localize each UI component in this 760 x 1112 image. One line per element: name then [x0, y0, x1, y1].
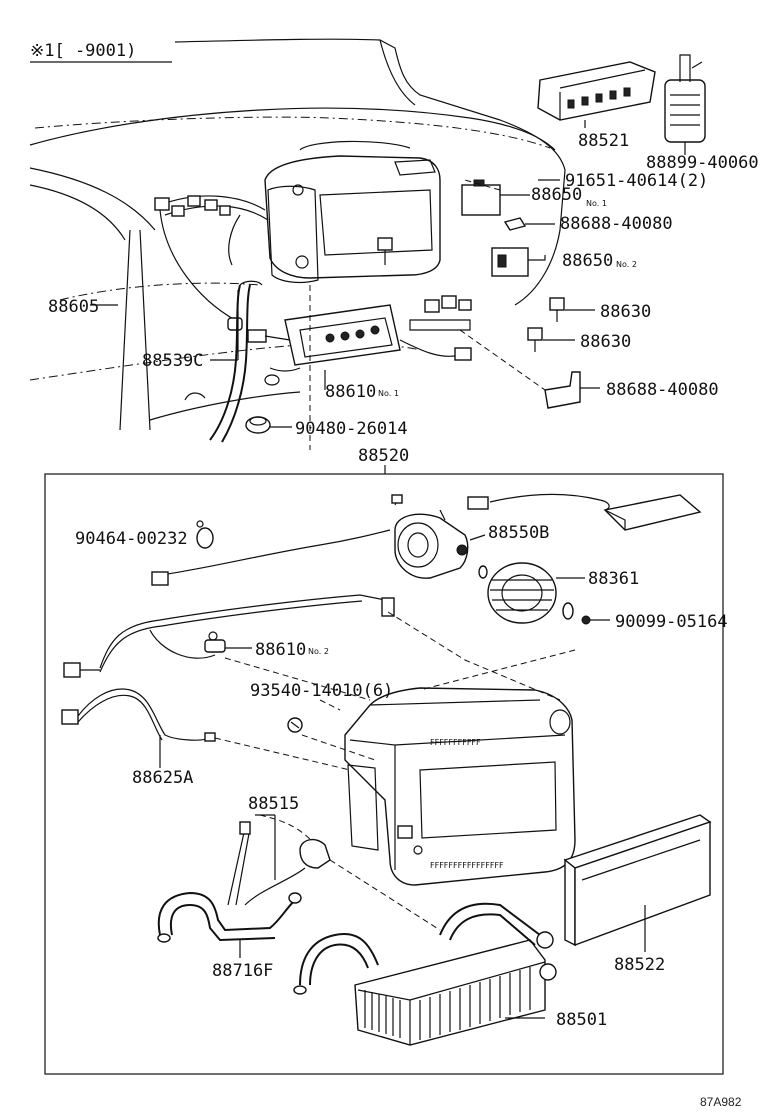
label-88550b: 88550B — [488, 523, 549, 543]
label-88521: 88521 — [578, 131, 629, 151]
label-88650-no1-note: No. 1 — [586, 199, 607, 208]
header-note: ※1[ -9001) — [30, 41, 136, 61]
harness-88625a — [61, 688, 216, 768]
label-88501: 88501 — [556, 1010, 607, 1030]
label-88522: 88522 — [614, 955, 665, 975]
label-88650-no1: 88650 — [531, 185, 582, 205]
label-88630-b: 88630 — [580, 332, 631, 352]
sensor-88630-a — [549, 297, 595, 322]
upper-unit-housing — [264, 140, 441, 284]
part-labels: 88521 88899-40060 91651-40614(2) 88650 N… — [48, 131, 759, 1030]
label-88625a: 88625A — [132, 768, 193, 788]
label-88688-b: 88688-40080 — [606, 380, 719, 400]
receiver-88899 — [664, 54, 706, 155]
label-88610-no1: 88610 — [325, 382, 376, 402]
label-88650-no2-note: No. 2 — [616, 260, 637, 269]
label-88539c: 88539C — [142, 351, 203, 371]
blower-fan-88361 — [478, 562, 610, 625]
label-88899: 88899-40060 — [646, 153, 759, 173]
sensor-88610-no2 — [204, 631, 252, 653]
label-90099: 90099-05164 — [615, 612, 728, 632]
blower-motor-88550b — [391, 494, 486, 579]
label-88610-no1-note: No. 1 — [378, 389, 399, 398]
blower-resistor — [467, 493, 702, 531]
label-93540: 93540-14010(6) — [250, 681, 393, 701]
sensor-88630-b — [527, 327, 575, 352]
label-88610-no2-note: No. 2 — [308, 647, 329, 656]
bracket-88688-a — [503, 217, 555, 231]
label-88361: 88361 — [588, 569, 639, 589]
grommet — [245, 416, 271, 434]
relay-88650-no1 — [461, 179, 530, 216]
evaporator-88501 — [293, 902, 557, 1046]
clip-90464 — [196, 520, 214, 549]
evaporator-fins — [364, 967, 531, 1040]
filter-88522 — [563, 814, 712, 952]
label-90480: 90480-26014 — [295, 419, 408, 439]
amplifier-88521 — [537, 61, 656, 121]
label-88520: 88520 — [358, 446, 409, 466]
expansion-valve-88515 — [227, 814, 331, 906]
upper-wire-harness — [154, 195, 269, 443]
label-88650-no2: 88650 — [562, 251, 613, 271]
label-91651: 91651-40614(2) — [565, 171, 708, 191]
housing-fins-bottom: FFFFFFFFFFFFFFFF — [430, 861, 504, 870]
label-88605: 88605 — [48, 297, 99, 317]
blower-housing: FFFFFFFFFFF FFFFFFFFFFFFFFFF — [344, 687, 576, 886]
lower-wire-harness — [63, 529, 395, 678]
screw-93540 — [287, 717, 303, 733]
label-90464: 90464-00232 — [75, 529, 188, 549]
housing-fins-top: FFFFFFFFFFF — [430, 738, 481, 747]
dashboard-outline — [29, 38, 566, 431]
figure-ref: 87A982 — [700, 1095, 742, 1109]
upper-leaders — [90, 120, 586, 450]
tube-88716f — [157, 891, 302, 958]
subassembly-frame — [44, 473, 724, 1075]
label-88630-a: 88630 — [600, 302, 651, 322]
bracket-88688-b — [544, 371, 600, 409]
label-88610-no2: 88610 — [255, 640, 306, 660]
relay-cluster — [409, 295, 472, 331]
label-88688-a: 88688-40080 — [560, 214, 673, 234]
label-88716f: 88716F — [212, 961, 273, 981]
control-panel — [184, 304, 472, 401]
relay-88650-no2 — [491, 247, 546, 277]
label-88515: 88515 — [248, 794, 299, 814]
